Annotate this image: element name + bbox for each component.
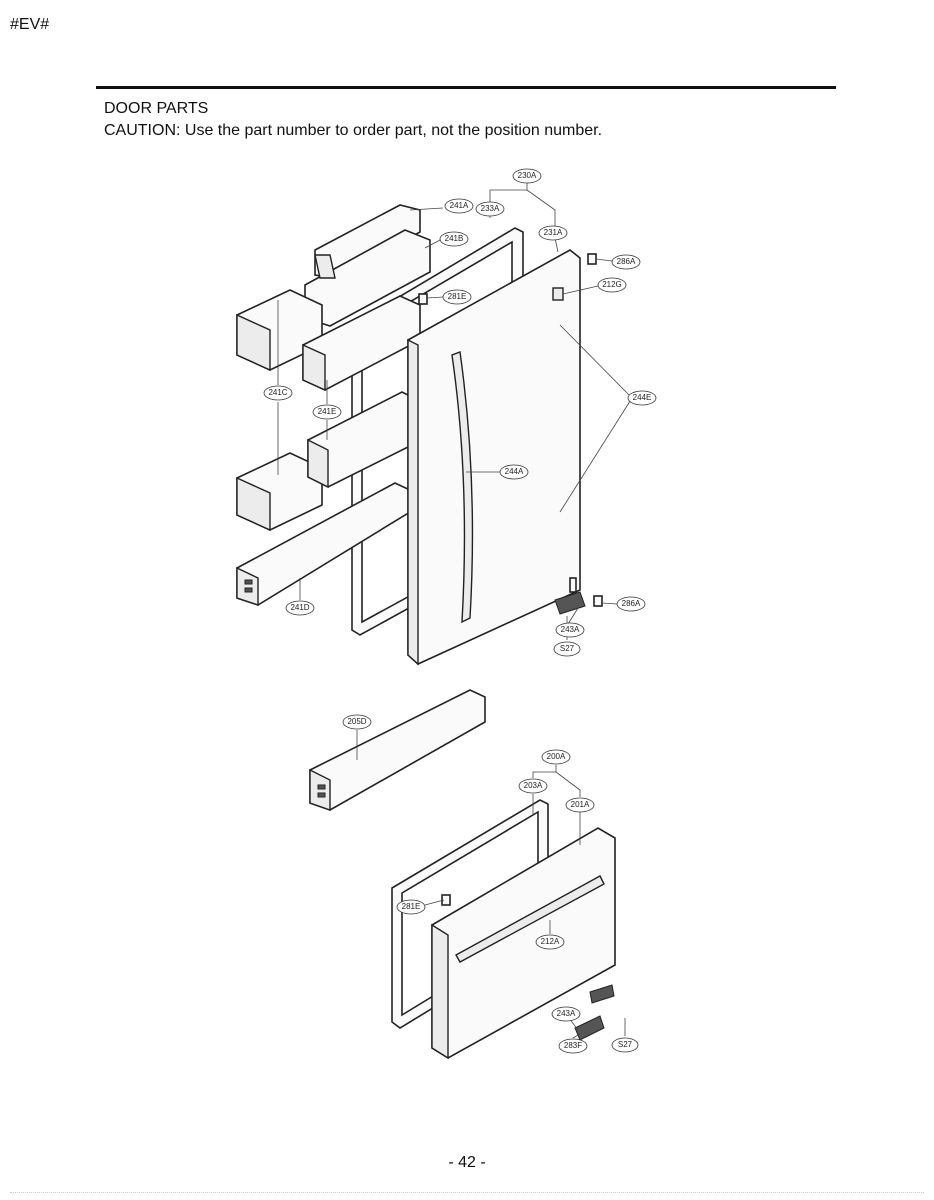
callout-233A: 233A [475, 201, 505, 217]
svg-text:286A: 286A [622, 599, 641, 608]
document-code: #EV# [10, 16, 50, 33]
callout-230A: 230A [512, 168, 542, 184]
callout-S27-upper: S27 [553, 641, 581, 657]
callout-241E: 241E [312, 404, 342, 420]
callout-241D: 241D [285, 600, 315, 616]
callout-243A-lower: 243A [551, 1006, 581, 1022]
callout-241A: 241A [444, 198, 474, 214]
svg-text:212A: 212A [541, 937, 560, 946]
callout-281E-lower: 281E [396, 899, 426, 915]
callout-244E: 244E [627, 390, 657, 406]
svg-text:241C: 241C [268, 388, 287, 397]
svg-text:283F: 283F [564, 1041, 582, 1050]
section-title: DOOR PARTS [104, 100, 209, 117]
door-bin-small-lower [236, 452, 323, 532]
callout-243A-upper: 243A [555, 622, 585, 638]
callout-212A: 212A [535, 934, 565, 950]
svg-text:203A: 203A [524, 781, 543, 790]
callout-281E-top: 281E [442, 289, 472, 305]
callout-241B: 241B [439, 231, 469, 247]
caution-note: CAUTION: Use the part number to order pa… [104, 122, 603, 139]
door-bin-small-upper [236, 289, 323, 372]
hinge-lower [574, 984, 615, 1041]
callout-231A: 231A [538, 225, 568, 241]
callout-205D: 205D [342, 714, 372, 730]
svg-text:205D: 205D [347, 717, 366, 726]
svg-text:233A: 233A [481, 204, 500, 213]
bottom-divider [10, 1192, 924, 1193]
callout-283F: 283F [558, 1038, 588, 1054]
svg-text:201A: 201A [571, 800, 590, 809]
svg-text:243A: 243A [557, 1009, 576, 1018]
callout-212G: 212G [597, 277, 627, 293]
svg-text:281E: 281E [402, 902, 421, 911]
callout-286A-top: 286A [611, 254, 641, 270]
svg-text:281E: 281E [448, 292, 467, 301]
header-rule [96, 86, 836, 89]
svg-text:230A: 230A [518, 171, 537, 180]
dairy-bin [304, 204, 431, 327]
svg-text:244A: 244A [505, 467, 524, 476]
page-number: - 42 - [448, 1154, 486, 1171]
svg-text:241D: 241D [290, 603, 309, 612]
svg-text:286A: 286A [617, 257, 636, 266]
svg-text:243A: 243A [561, 625, 580, 634]
svg-text:S27: S27 [560, 644, 575, 653]
callout-S27-lower: S27 [611, 1037, 639, 1053]
freezer-door [431, 827, 616, 1060]
callout-201A: 201A [565, 797, 595, 813]
svg-text:241A: 241A [450, 201, 469, 210]
callout-244A: 244A [499, 464, 529, 480]
callout-286A-bottom: 286A [616, 596, 646, 612]
callout-241C: 241C [263, 385, 293, 401]
upper-leaders [277, 182, 633, 625]
svg-text:S27: S27 [618, 1040, 633, 1049]
svg-text:231A: 231A [544, 228, 563, 237]
callout-200A: 200A [541, 749, 571, 765]
callout-203A: 203A [518, 778, 548, 794]
door-bin-mid-lower [307, 391, 423, 489]
refrigerator-door-upper [407, 249, 581, 666]
svg-text:241E: 241E [318, 407, 337, 416]
svg-text:241B: 241B [445, 234, 464, 243]
svg-text:244E: 244E [633, 393, 652, 402]
svg-text:200A: 200A [547, 752, 566, 761]
svg-text:212G: 212G [602, 280, 622, 289]
door-bin-freezer [309, 689, 486, 811]
